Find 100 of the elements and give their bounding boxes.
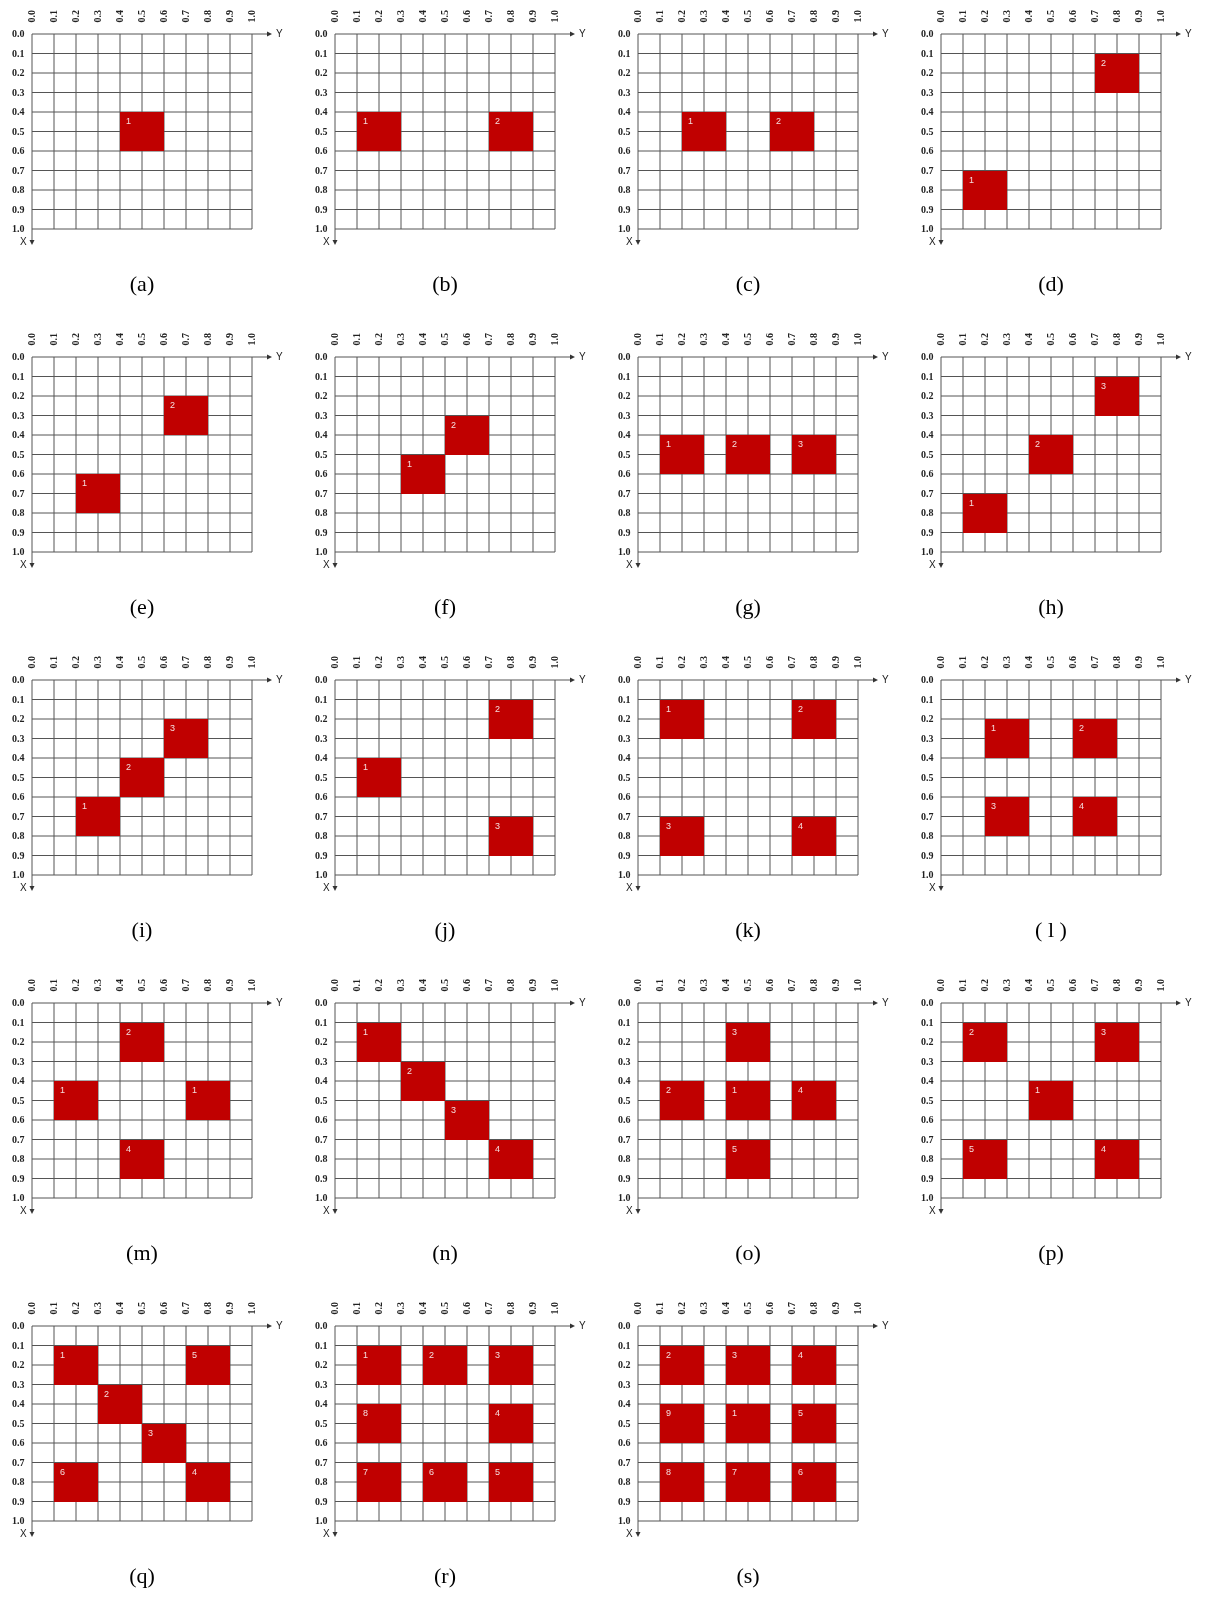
axis-tick-label: 0.5 — [618, 449, 631, 460]
axis-tick-label: 0.3 — [12, 733, 25, 744]
marked-cell: 4 — [120, 1139, 164, 1179]
axis-tick-label: 1.0 — [618, 870, 631, 880]
axis-tick-label: 0.9 — [12, 1496, 25, 1507]
axis-tick-label: 0.5 — [743, 1302, 753, 1315]
axis-tick-label: 0.0 — [921, 352, 934, 362]
axis-tick-label: 0.0 — [921, 998, 934, 1008]
axis-tick-label: 0.7 — [181, 10, 191, 23]
axis-tick-label: 0.3 — [12, 1056, 25, 1067]
axis-tick-label: 0.2 — [677, 1302, 687, 1315]
axis-tick-label: 0.8 — [921, 508, 934, 518]
axis-tick-label: 0.2 — [921, 714, 934, 724]
marked-cell: 7 — [357, 1462, 401, 1502]
axis-tick-label: 0.8 — [506, 10, 516, 23]
axis-tick-label: 0.0 — [27, 333, 37, 346]
marked-cell: 9 — [660, 1404, 704, 1443]
axis-tick-label: 0.9 — [528, 333, 538, 346]
axis-tick-label: 0.4 — [315, 753, 328, 763]
axis-tick-label: 0.3 — [12, 1379, 25, 1390]
axis-tick-label: 0.0 — [921, 675, 934, 685]
axis-tick-label: 0.6 — [618, 146, 631, 156]
axis-label: X — [929, 1206, 936, 1216]
axis-tick-label: 0.6 — [765, 1302, 775, 1315]
marked-cell: 1 — [401, 454, 445, 494]
axis-tick-label: 0.5 — [618, 1095, 631, 1106]
axis-tick-label: 0.9 — [12, 204, 25, 215]
axis-tick-label: 0.8 — [1112, 979, 1122, 992]
marked-cell: 8 — [660, 1462, 704, 1502]
axis-tick-label: 0.4 — [618, 753, 631, 763]
axis-tick-label: 0.1 — [315, 48, 328, 59]
axis-tick-label: 0.8 — [203, 333, 213, 346]
axis-tick-label: 0.8 — [12, 1477, 25, 1487]
axis-tick-label: 0.9 — [528, 656, 538, 669]
marked-cell: 1 — [963, 170, 1007, 210]
axis-tick-label: 1.0 — [12, 547, 25, 557]
axis-tick-label: 0.6 — [765, 979, 775, 992]
axis-tick-label: 0.1 — [618, 48, 631, 59]
axis-tick-label: 0.3 — [396, 333, 406, 346]
axis-label: X — [323, 237, 330, 247]
axis-tick-label: 0.1 — [315, 694, 328, 705]
marked-cell: 2 — [98, 1384, 142, 1424]
axis-tick-label: 1.0 — [12, 870, 25, 880]
axis-tick-label: 0.1 — [49, 333, 59, 346]
axis-tick-label: 0.4 — [721, 656, 731, 669]
axis-tick-label: 0.2 — [980, 333, 990, 346]
marked-cell: 4 — [1073, 797, 1117, 836]
panel-caption: (e) — [129, 595, 155, 619]
axis-tick-label: 0.4 — [12, 107, 25, 117]
axis-tick-label: 0.4 — [618, 107, 631, 117]
axis-label: Y — [276, 352, 283, 362]
axis-tick-label: 1.0 — [853, 979, 863, 992]
marked-cell: 1 — [76, 797, 120, 836]
axis-tick-label: 0.3 — [699, 656, 709, 669]
axis-tick-label: 0.8 — [203, 656, 213, 669]
axis-tick-label: 0.2 — [921, 1037, 934, 1047]
axis-tick-label: 0.8 — [921, 185, 934, 195]
axis-tick-label: 0.4 — [1024, 656, 1034, 669]
axis-tick-label: 0.2 — [374, 1302, 384, 1315]
axis-tick-label: 1.0 — [12, 1516, 25, 1526]
axis-tick-label: 0.4 — [418, 10, 428, 23]
axis-tick-label: 0.3 — [921, 410, 934, 421]
axis-tick-label: 0.0 — [633, 979, 643, 992]
marked-cell: 1 — [682, 112, 726, 151]
axis-tick-label: 0.5 — [1046, 979, 1056, 992]
marked-cell: 3 — [985, 797, 1029, 836]
panel-caption: (d) — [1038, 272, 1064, 296]
axis-label: Y — [579, 29, 586, 39]
axis-tick-label: 0.3 — [93, 10, 103, 23]
axis-tick-label: 0.8 — [809, 333, 819, 346]
axis-tick-label: 0.6 — [618, 1115, 631, 1125]
axis-tick-label: 0.3 — [315, 733, 328, 744]
axis-tick-label: 0.0 — [315, 352, 328, 362]
axis-tick-label: 0.3 — [699, 1302, 709, 1315]
axis-tick-label: 0.6 — [462, 333, 472, 346]
panel-caption: (o) — [735, 1241, 761, 1265]
axis-tick-label: 0.7 — [12, 811, 25, 822]
marked-cell: 1 — [985, 719, 1029, 758]
axis-tick-label: 0.5 — [618, 1418, 631, 1429]
axis-tick-label: 0.4 — [721, 10, 731, 23]
axis-tick-label: 0.3 — [12, 410, 25, 421]
axis-tick-label: 0.5 — [440, 1302, 450, 1315]
axis-tick-label: 0.1 — [655, 979, 665, 992]
axis-tick-label: 0.5 — [440, 656, 450, 669]
axis-tick-label: 1.0 — [618, 1516, 631, 1526]
axis-tick-label: 0.9 — [618, 1173, 631, 1184]
axis-tick-label: 0.0 — [618, 998, 631, 1008]
axis-tick-label: 1.0 — [1156, 10, 1166, 23]
axis-tick-label: 1.0 — [921, 547, 934, 557]
axis-tick-label: 0.7 — [787, 656, 797, 669]
axis-tick-label: 0.0 — [618, 675, 631, 685]
axis-tick-label: 1.0 — [247, 1302, 257, 1315]
axis-tick-label: 0.5 — [1046, 656, 1056, 669]
axis-tick-label: 0.1 — [12, 371, 25, 382]
axis-tick-label: 0.0 — [330, 656, 340, 669]
axis-tick-label: 0.4 — [721, 333, 731, 346]
axis-tick-label: 0.7 — [315, 165, 328, 176]
axis-label: X — [323, 560, 330, 570]
axis-tick-label: 1.0 — [921, 870, 934, 880]
axis-tick-label: 0.1 — [655, 1302, 665, 1315]
